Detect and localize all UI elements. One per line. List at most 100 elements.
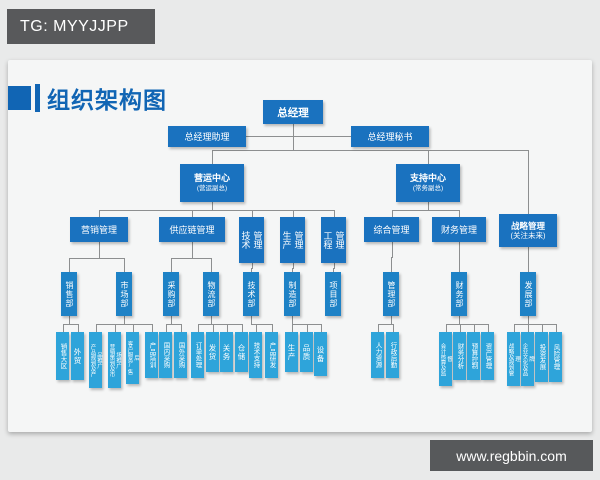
node-order-processing: 订单处理 — [191, 332, 204, 378]
connector-line — [459, 257, 460, 272]
tg-badge-text: TG: MYYJJPP — [20, 18, 129, 36]
node-label: 产品培训 — [145, 342, 158, 368]
node-label: 总经理秘书 — [367, 130, 412, 143]
node-finance-mgmt: 财务管理 — [432, 217, 486, 242]
node-label: 仓储 — [235, 344, 248, 361]
node-label: 产品研发 — [265, 342, 278, 368]
connector-line — [198, 324, 199, 332]
node-label: 人力资源 — [371, 342, 384, 368]
node-label: 销售部 — [62, 281, 76, 308]
connector-line — [99, 210, 100, 217]
node-production-mgmt: 生产管理 — [280, 217, 305, 263]
node-financial-analysis: 财务分析 — [453, 332, 466, 380]
connector-line — [378, 324, 379, 332]
connector-line — [115, 324, 116, 332]
connector-line — [69, 316, 70, 324]
node-manufacturing-dept: 制造部 — [284, 272, 300, 316]
connector-line — [460, 324, 461, 332]
connector-line — [227, 324, 228, 332]
node-label: 采购部 — [164, 281, 178, 308]
node-sales-region: 销售大区 — [56, 332, 69, 380]
node-assistant: 总经理助理 — [168, 126, 246, 147]
node-label: 企业文化及品牌 — [521, 342, 534, 376]
connector-line — [307, 324, 308, 332]
connector-line — [171, 316, 172, 324]
node-label: 预算控制 — [467, 343, 480, 369]
node-product-rd: 产品研发 — [265, 332, 278, 378]
node-customs: 关务 — [220, 332, 233, 372]
node-tech-mgmt: 技术管理 — [239, 217, 264, 263]
connector-line — [292, 324, 293, 332]
node-general-mgmt: 综合管理 — [364, 217, 419, 242]
connector-line — [392, 210, 393, 217]
connector-line — [474, 324, 475, 332]
connector-line — [198, 324, 243, 325]
connector-line — [459, 316, 460, 324]
connector-line — [242, 324, 243, 332]
node-label: 财务分析 — [453, 343, 466, 369]
node-product-planning: 产品规划及产品推广 — [89, 332, 102, 388]
connector-line — [251, 316, 252, 324]
connector-line — [99, 210, 335, 211]
connector-line — [446, 324, 489, 325]
connector-line — [69, 258, 70, 272]
node-logistics-dept: 物流部 — [203, 272, 219, 316]
node-tech-support: 技术支持 — [249, 332, 262, 378]
node-ops-center: 营运中心(营运副总) — [180, 164, 244, 202]
node-strategic-planning: 战略及规划管理 — [507, 332, 520, 386]
node-label: 总经理助理 — [184, 130, 229, 143]
node-ceo: 总经理 — [263, 100, 323, 124]
node-label: 制造部 — [285, 281, 299, 308]
connector-line — [96, 324, 97, 332]
node-label: 订单处理 — [191, 342, 204, 368]
node-label: 技术部 — [244, 281, 258, 308]
node-overseas-purchasing: 国外采购 — [174, 332, 187, 378]
node-secretary: 总经理秘书 — [351, 126, 429, 147]
connector-line — [514, 324, 515, 332]
connector-line — [124, 316, 125, 324]
node-label: 品质 — [300, 344, 313, 361]
node-market-dept: 市场部 — [116, 272, 132, 316]
node-development-dept: 发展部 — [520, 272, 536, 316]
connector-line — [63, 324, 79, 325]
tg-badge: TG: MYYJJPP — [7, 9, 155, 44]
node-admin-dept: 管理部 — [383, 272, 399, 316]
connector-line — [446, 324, 447, 332]
connector-line — [69, 258, 125, 259]
node-label: 生产 — [285, 344, 298, 361]
connector-line — [212, 202, 213, 210]
node-label: 生产管理 — [281, 228, 305, 252]
node-label: 设备 — [314, 346, 327, 363]
connector-line — [488, 324, 489, 332]
node-label: 综合管理 — [373, 223, 409, 236]
node-label: 外贸 — [71, 348, 84, 365]
connector-line — [293, 136, 294, 150]
node-sublabel: (关注未来) — [511, 231, 546, 240]
node-label: 营运中心 — [194, 173, 230, 184]
node-purchasing-dept: 采购部 — [163, 272, 179, 316]
node-label: 营销策划及市场推广 — [108, 343, 121, 377]
node-risk-mgmt: 风险管理 — [549, 332, 562, 382]
node-label: 技术管理 — [240, 228, 264, 252]
connector-line — [78, 324, 79, 332]
connector-line — [99, 242, 100, 258]
connector-line — [321, 324, 322, 332]
connector-line — [528, 316, 529, 324]
node-quality: 品质 — [300, 332, 313, 372]
connector-line — [213, 324, 214, 332]
node-finance-dept: 财务部 — [451, 272, 467, 316]
node-label: 发货 — [206, 344, 219, 361]
connector-line — [542, 324, 543, 332]
connector-line — [192, 242, 193, 258]
node-label: 管理部 — [384, 281, 398, 308]
node-label: 客户服务/售后 — [126, 341, 139, 375]
connector-line — [391, 257, 392, 272]
node-tech-dept: 技术部 — [243, 272, 259, 316]
connector-line — [166, 324, 182, 325]
node-budget-control: 预算控制 — [467, 332, 480, 380]
connector-line — [428, 202, 429, 210]
node-sublabel: (常务副总) — [413, 185, 443, 193]
node-label: 支持中心 — [410, 173, 446, 184]
node-label: 行政后勤 — [386, 342, 399, 368]
node-foreign-trade: 外贸 — [71, 332, 84, 380]
